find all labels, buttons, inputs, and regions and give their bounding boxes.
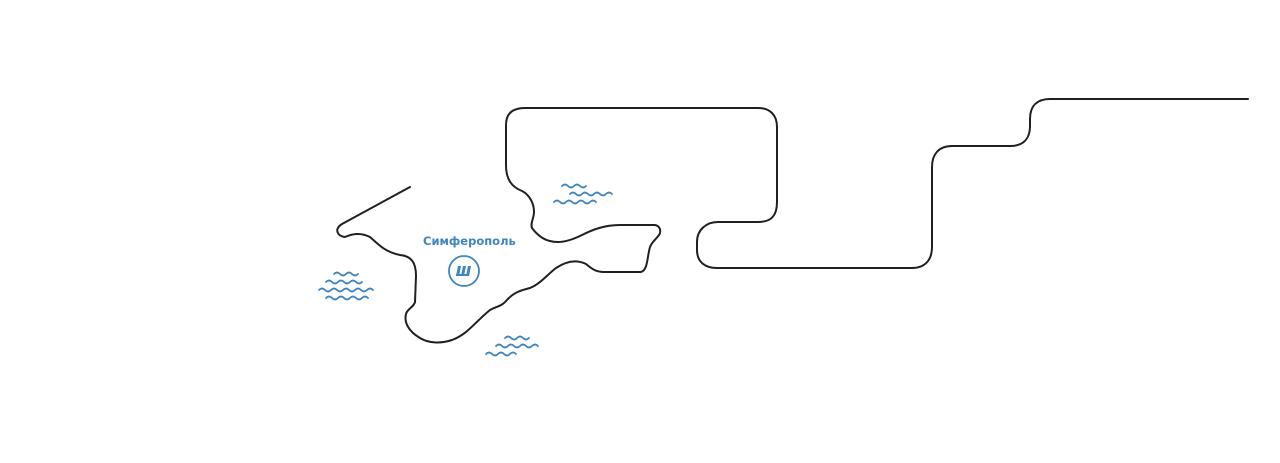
waves-icon-north [553,183,613,205]
crimea-outline [336,98,1249,344]
waves-icon-south [485,335,539,357]
waves-icon-west [318,271,374,301]
city-logo-icon[interactable] [448,255,480,287]
city-label: Симферополь [423,234,516,248]
